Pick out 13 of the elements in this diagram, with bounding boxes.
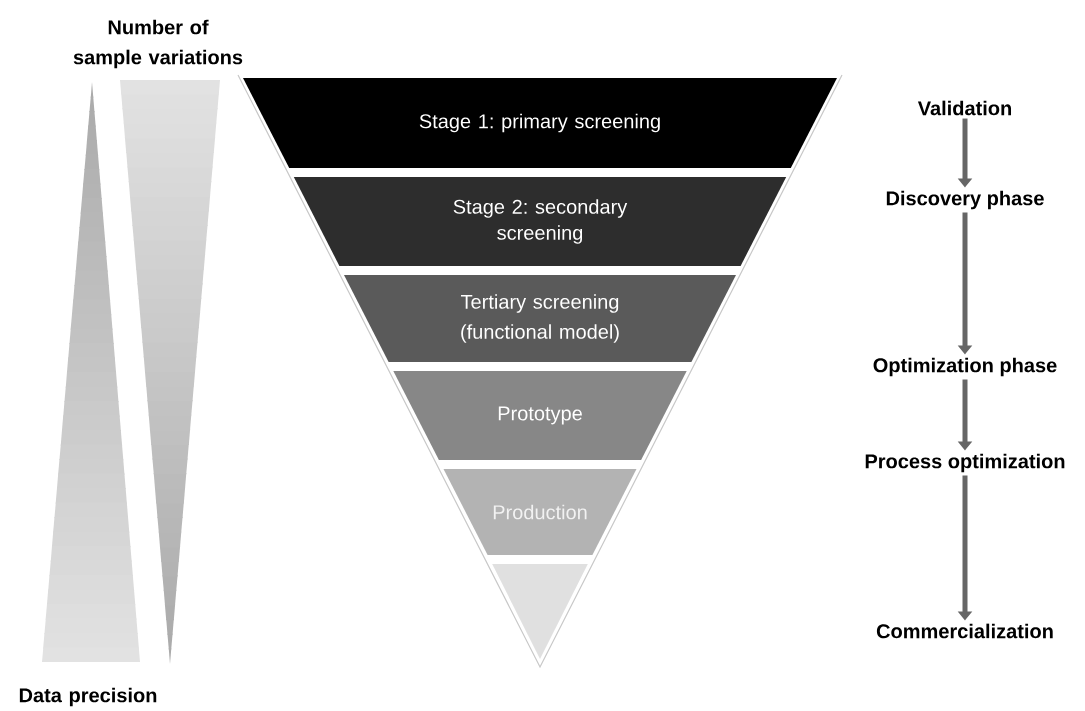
funnel-tip xyxy=(492,564,588,659)
phase-label: Validation xyxy=(917,100,1011,116)
funnel-band: Tertiary screening (functional model) xyxy=(344,275,736,362)
funnel-band: Stage 2: secondary screening xyxy=(293,177,787,266)
funnel-band: Prototype xyxy=(393,371,687,460)
phase-label: Process optimization xyxy=(865,453,1065,473)
phase-label: Commercialization xyxy=(876,623,1053,639)
axis-label: Data precision xyxy=(19,687,157,707)
funnel-band: Production xyxy=(443,469,637,555)
phase-label: Optimization phase xyxy=(873,357,1057,377)
axis-label: Number of sample variations xyxy=(73,19,243,69)
phase-label: Discovery phase xyxy=(886,190,1044,210)
funnel-band: Stage 1: primary screening xyxy=(243,78,837,168)
